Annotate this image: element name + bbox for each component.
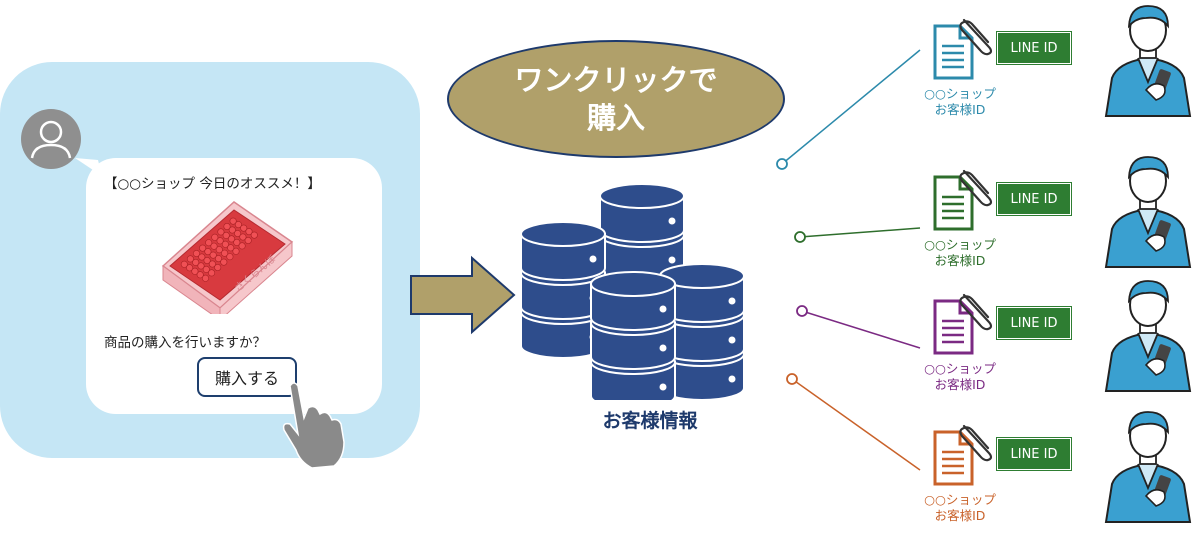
cherry <box>215 246 223 254</box>
one-click-ellipse: ワンクリックで 購入 <box>447 40 785 158</box>
customer-person-icon <box>1104 156 1192 268</box>
cherry <box>229 217 237 225</box>
line-id-badge: LINE ID <box>996 437 1072 471</box>
customer-id-label: お客様ID <box>934 102 986 117</box>
cherry <box>209 251 217 259</box>
cherry <box>232 247 240 255</box>
cherry <box>186 255 194 263</box>
purchase-question: 商品の購入を行いますか？ <box>104 335 266 351</box>
cherry <box>192 258 200 266</box>
cherry <box>205 239 213 247</box>
cherry <box>217 228 225 236</box>
cherry <box>239 233 247 241</box>
cherry <box>192 249 200 257</box>
message-title: 【○○ショップ 今日のオススメ！】 <box>104 176 321 192</box>
line-id-badge: LINE ID <box>996 306 1072 340</box>
connector-lines <box>776 49 921 471</box>
cherry <box>216 237 224 245</box>
customer-id-label: お客様ID <box>934 508 986 523</box>
cherry <box>234 221 242 229</box>
cherry <box>201 274 209 282</box>
line-id-badge: LINE ID <box>996 182 1072 216</box>
customer-label: ○○ショップ お客様ID <box>905 237 1015 269</box>
cherry <box>222 231 230 239</box>
connector-line-1 <box>781 49 921 165</box>
cherry <box>245 228 253 236</box>
flow-arrow <box>410 255 516 335</box>
cherry-box-icon: さくらんぼ <box>161 201 294 314</box>
customer-id-label: お客様ID <box>934 253 986 268</box>
document-icon <box>933 430 974 486</box>
cherry <box>220 258 228 266</box>
database-caption: お客様情報 <box>602 410 698 432</box>
one-click-line2: 購入 <box>586 101 645 135</box>
connector-dot-3 <box>796 305 808 317</box>
cherry <box>198 253 206 261</box>
database-icon <box>520 183 745 400</box>
cherry <box>214 264 222 272</box>
cherry <box>238 242 246 250</box>
customer-shop-name: ○○ショップ <box>924 237 996 252</box>
connector-dot-2 <box>794 231 806 243</box>
line-id-badge: LINE ID <box>996 31 1072 65</box>
cherry <box>250 231 258 239</box>
db-cylinder-right <box>659 263 745 400</box>
paperclip-icon <box>959 293 993 331</box>
connector-line-4 <box>791 378 921 471</box>
paperclip-icon <box>959 18 993 56</box>
customer-label: ○○ショップ お客様ID <box>905 361 1015 393</box>
cherry <box>228 226 236 234</box>
cherry <box>240 224 248 232</box>
customer-id-label: お客様ID <box>934 377 986 392</box>
cherry <box>211 233 219 241</box>
user-avatar-icon <box>21 109 81 169</box>
cherry <box>221 240 229 248</box>
cherry <box>202 265 210 273</box>
db-cylinder-left <box>520 221 606 359</box>
cherry <box>227 244 235 252</box>
cherry <box>191 267 199 275</box>
cherry <box>208 260 216 268</box>
connector-dot-1 <box>776 158 788 170</box>
cherry <box>234 229 242 237</box>
customer-shop-name: ○○ショップ <box>924 361 996 376</box>
pointing-hand-icon <box>282 382 345 469</box>
one-click-line1: ワンクリックで <box>514 63 718 97</box>
connector-line-2 <box>799 227 921 238</box>
paperclip-icon <box>959 424 993 462</box>
document-icon <box>933 24 974 80</box>
cherry <box>196 271 204 279</box>
cherry <box>199 244 207 252</box>
cherry <box>197 262 205 270</box>
cherry <box>214 255 222 263</box>
cherry <box>244 236 252 244</box>
customer-person-icon <box>1104 280 1192 392</box>
customer-label: ○○ショップ お客様ID <box>905 86 1015 118</box>
db-cylinder-front <box>590 271 676 400</box>
customer-shop-name: ○○ショップ <box>924 492 996 507</box>
cherry <box>180 260 188 268</box>
cherry <box>203 256 211 264</box>
customer-label: ○○ショップ お客様ID <box>905 492 1015 524</box>
paperclip-icon <box>959 169 993 207</box>
connector-line-3 <box>801 310 921 349</box>
connector-dot-4 <box>786 373 798 385</box>
cherry <box>208 269 216 277</box>
buy-button[interactable]: 購入する <box>197 357 297 397</box>
customer-shop-name: ○○ショップ <box>924 86 996 101</box>
cherry <box>228 235 236 243</box>
cherry <box>233 238 241 246</box>
cherry <box>226 253 234 261</box>
customer-person-icon <box>1104 411 1192 523</box>
customer-person-icon <box>1104 5 1192 117</box>
cherry <box>204 248 212 256</box>
cherry <box>186 264 194 272</box>
cherry <box>210 242 218 250</box>
cherry <box>221 249 229 257</box>
cherry <box>223 222 231 230</box>
